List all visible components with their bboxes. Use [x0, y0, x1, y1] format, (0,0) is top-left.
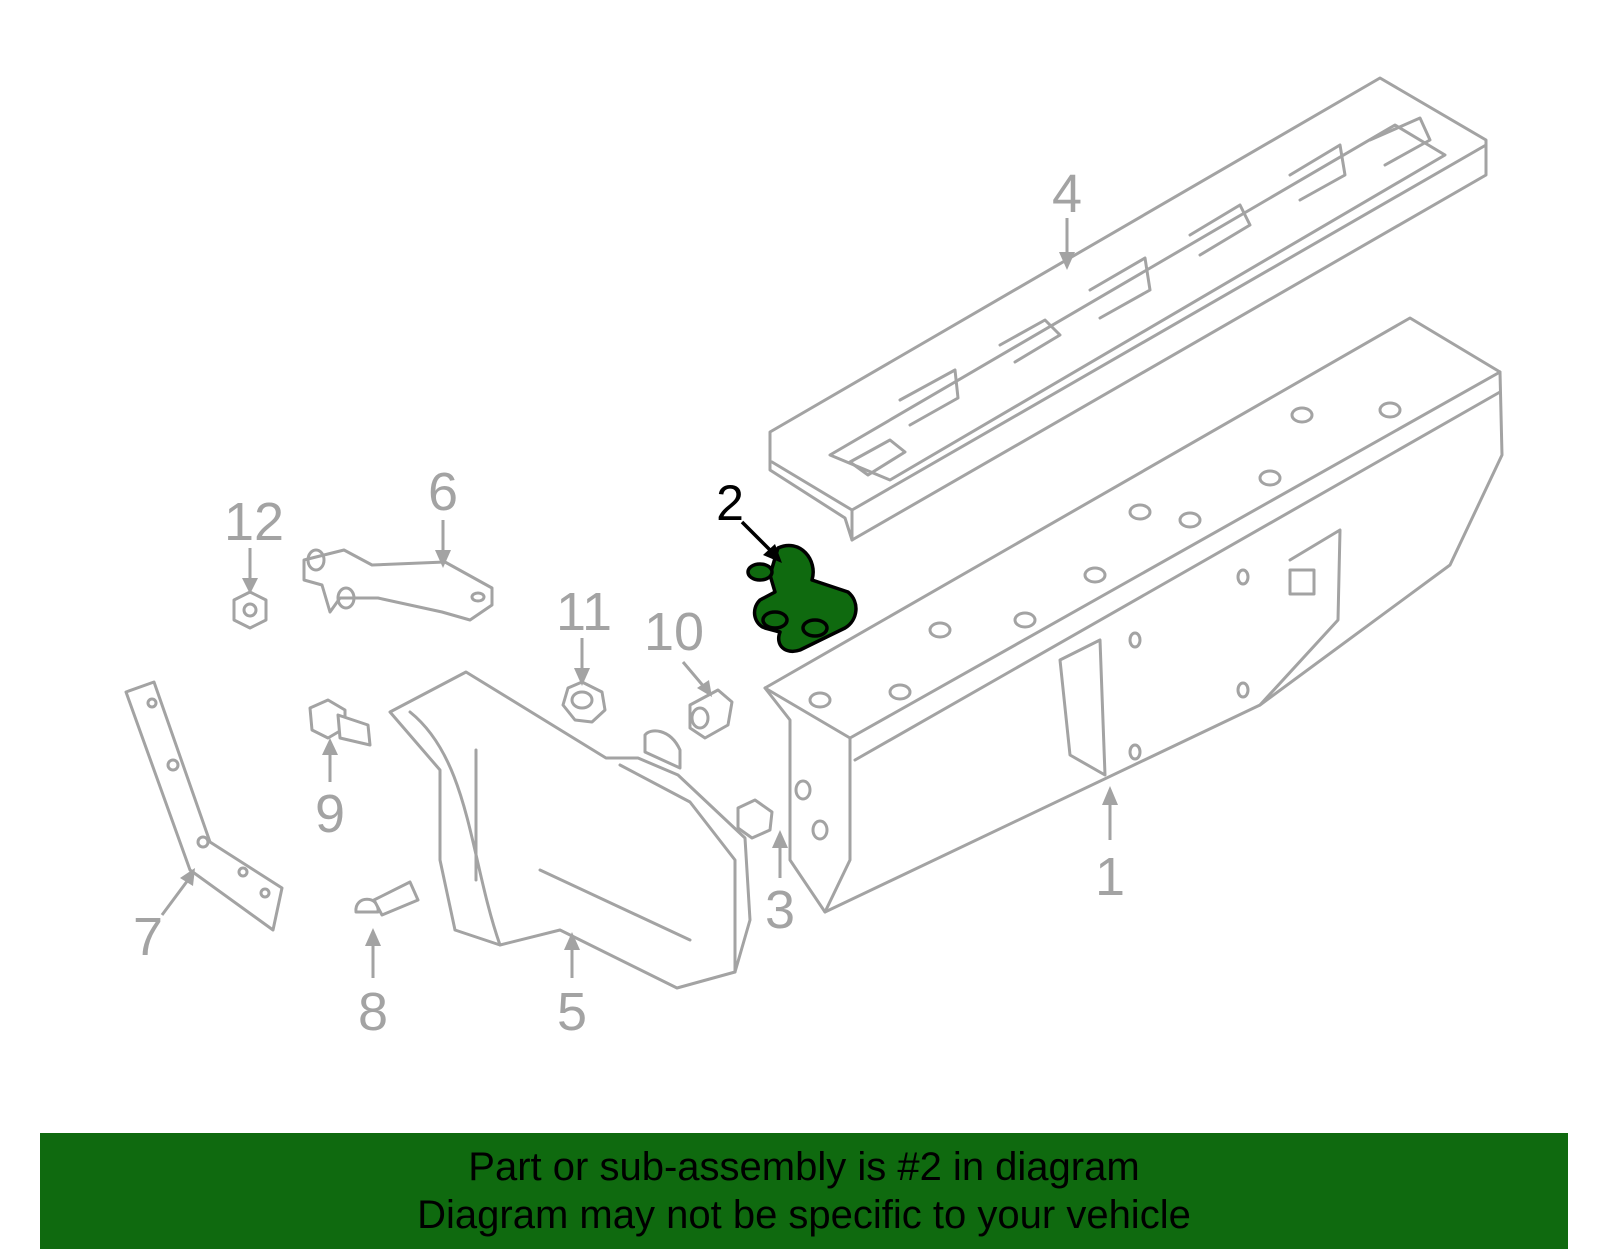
callout-number: 12 — [224, 492, 284, 552]
part-8-bolt — [354, 880, 420, 917]
callout-number: 11 — [556, 582, 612, 642]
part-12-nut — [232, 590, 268, 630]
part-5-shield — [388, 670, 752, 990]
part-1-bumper — [763, 316, 1504, 914]
banner-line-2: Diagram may not be specific to your vehi… — [417, 1193, 1191, 1237]
callout-7: 7 — [133, 868, 195, 967]
callout-number: 4 — [1052, 164, 1082, 224]
callout-number: 5 — [557, 982, 587, 1042]
callout-9: 9 — [315, 738, 345, 844]
callout-1: 1 — [1095, 786, 1125, 907]
callout-number: 1 — [1095, 847, 1125, 907]
callout-3: 3 — [765, 830, 795, 940]
callout-11: 11 — [556, 582, 612, 686]
part-4-step-pad — [768, 76, 1488, 542]
callout-4: 4 — [1052, 164, 1082, 270]
part-2-highlighted — [746, 543, 858, 653]
callout-number: 2 — [716, 475, 744, 531]
info-banner: Part or sub-assembly is #2 in diagram Di… — [40, 1133, 1568, 1249]
callout-2: 2 — [716, 475, 782, 563]
callout-6: 6 — [428, 462, 458, 568]
part-10-nut — [688, 688, 734, 740]
part-7-strap — [124, 680, 284, 932]
callout-8: 8 — [358, 928, 388, 1042]
callout-number: 7 — [133, 907, 163, 967]
callout-number: 8 — [358, 982, 388, 1042]
callout-number: 3 — [765, 880, 795, 940]
callout-5: 5 — [557, 932, 587, 1042]
part-9-bolt — [308, 698, 372, 747]
callout-10: 10 — [644, 602, 712, 697]
callout-number: 9 — [315, 784, 345, 844]
part-6-bracket — [302, 548, 494, 622]
part-11-nut — [561, 680, 607, 724]
callout-12: 12 — [224, 492, 284, 594]
callout-number: 10 — [644, 602, 704, 662]
callout-number: 6 — [428, 462, 458, 522]
part-3-nut — [736, 798, 774, 840]
banner-line-1: Part or sub-assembly is #2 in diagram — [468, 1145, 1140, 1189]
